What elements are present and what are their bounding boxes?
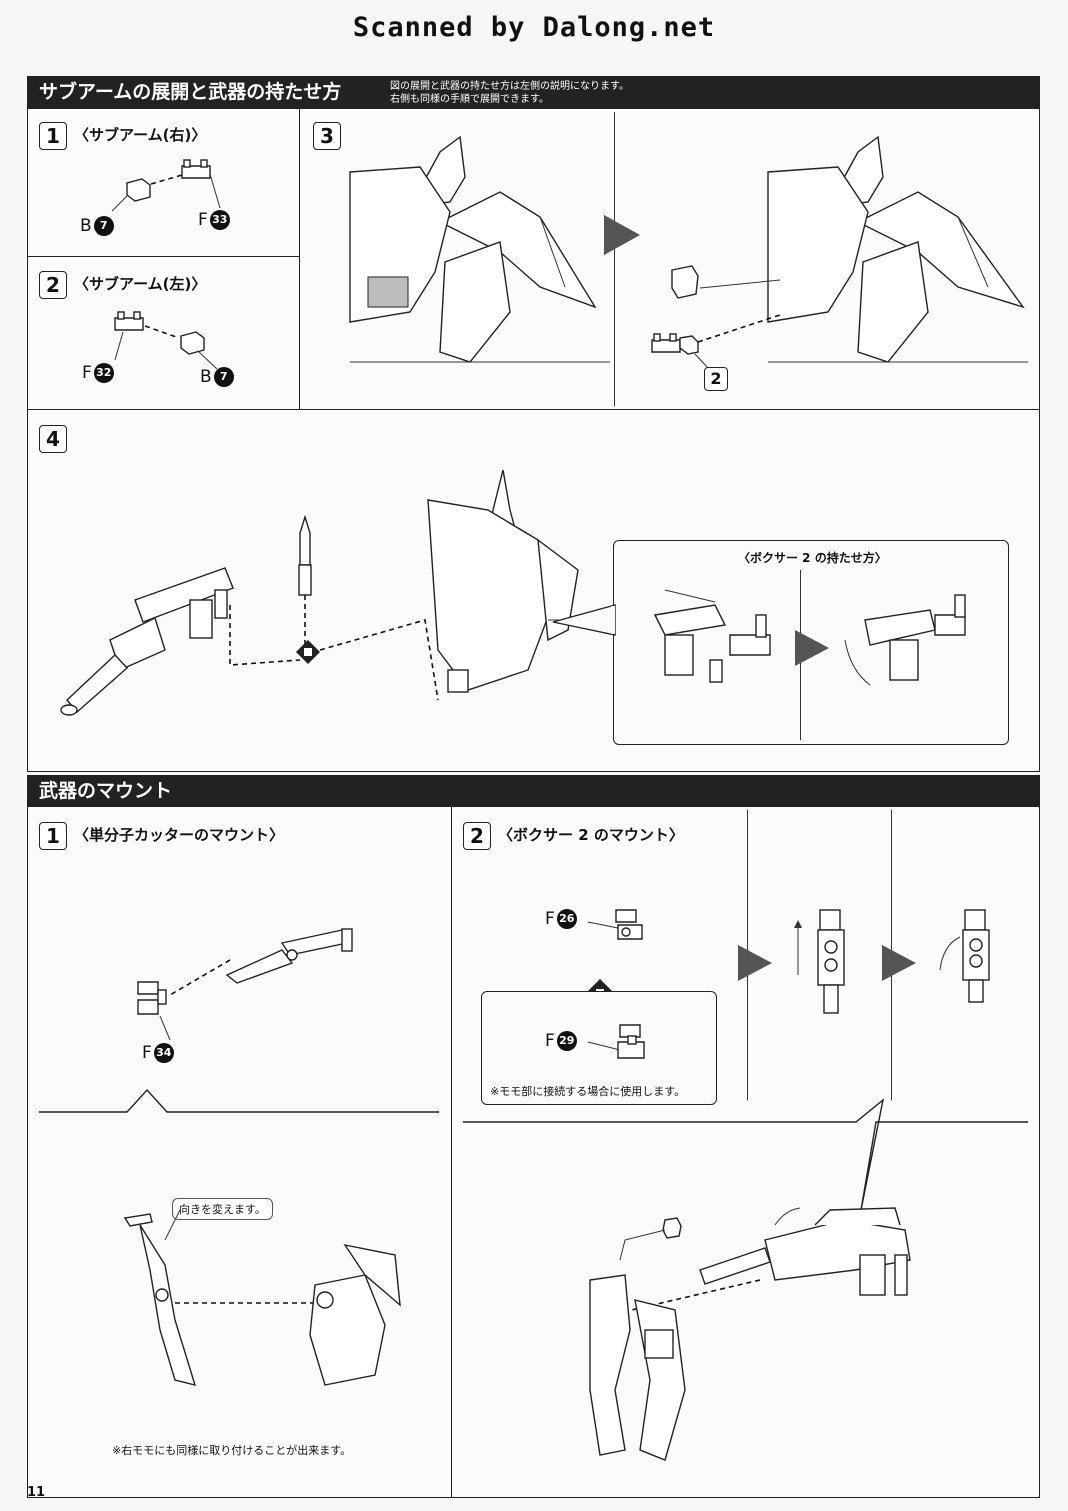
boxer-after-drawing: [844, 594, 966, 686]
scan-credit: Scanned by Dalong.net: [352, 12, 716, 43]
boxer-side-drawing-2: [939, 909, 990, 1003]
boxer-gun-drawing: [699, 1207, 911, 1296]
callout-change-direction: 向きを変えます。: [172, 1198, 273, 1220]
subarm-right-parts-drawing: [111, 159, 221, 212]
part-letter: F: [198, 210, 208, 230]
boxer-adapter-drawing: [619, 1217, 682, 1261]
note-line-1: 図の展開と武器の持たせ方は左側の説明になります。: [390, 81, 629, 92]
progress-arrow-mount-2: [882, 945, 916, 981]
step-number-2: 2: [39, 271, 67, 299]
mech-shoulder-before-drawing: [349, 135, 610, 363]
part-number-badge: 7: [93, 216, 114, 236]
part-number-badge: 7: [213, 367, 234, 387]
inset-title: 〈ボクサー 2 の持たせ方〉: [738, 551, 887, 565]
progress-arrow-inset: [795, 630, 829, 666]
step1-box: [27, 108, 300, 257]
part-number-badge: 29: [556, 1031, 577, 1051]
ref-step-2-badge: 2: [704, 367, 728, 391]
section-title: 武器のマウント: [39, 780, 173, 802]
rifle-connect-lines: [229, 595, 439, 701]
alt-part-panel: [481, 991, 717, 1105]
mount-part-f29-drawing: [587, 1024, 645, 1059]
cutter-note: ※右モモにも同様に取り付けることが出来ます。: [112, 1444, 352, 1457]
part-letter: F: [142, 1043, 152, 1063]
cutter-rotate-drawing: [123, 1209, 197, 1386]
subarm-left-parts-drawing: [114, 311, 218, 370]
step3-divider: [614, 112, 615, 406]
cutter-mount-part-drawing: [137, 959, 231, 1041]
part-letter: B: [80, 216, 92, 236]
part-number-badge: 26: [556, 909, 577, 929]
part-number-badge: 33: [209, 210, 230, 230]
page-number: 11: [27, 1485, 46, 1500]
step-label-subarm-right: 〈サブアーム(右)〉: [74, 126, 207, 144]
section-header-subarm: サブアームの展開と武器の持たせ方: [27, 76, 1040, 108]
part-number-badge: 32: [93, 363, 114, 383]
mech-shoulder-after-drawing: [767, 135, 1028, 363]
mech-upper-body-drawing: [427, 469, 608, 693]
part-letter: B: [200, 367, 212, 387]
inset-callout-pointer: [552, 604, 616, 636]
mount-step-label-boxer: 〈ボクサー 2 のマウント〉: [498, 826, 684, 844]
mount-part-f26-drawing: [587, 909, 643, 940]
step-number-4: 4: [39, 425, 67, 453]
cutter-mount-dash: [175, 1302, 325, 1304]
boxer-detail-frame: [463, 1098, 1028, 1211]
step-label-subarm-left: 〈サブアーム(左)〉: [74, 275, 207, 293]
section-header-weapon-mount: 武器のマウント: [27, 775, 1040, 807]
note-line-2: 右側も同様の手順で展開できます。: [390, 94, 549, 105]
progress-arrow-step3: [604, 215, 640, 255]
boxer-side-drawing-1: [794, 909, 845, 1014]
step-number-1: 1: [39, 122, 67, 150]
boxer-before-drawing: [653, 589, 771, 683]
thigh-connect-note: ※モモ部に接続する場合に使用します。: [490, 1085, 686, 1098]
part-number-badge: 34: [153, 1043, 174, 1063]
progress-arrow-mount-1: [738, 945, 772, 981]
knife-drawing: [298, 514, 312, 596]
mount-step1-box: [27, 806, 452, 1498]
part-letter: F: [82, 363, 92, 383]
cutter-detail-frame: [39, 1088, 439, 1113]
section-note: 図の展開と武器の持たせ方は左側の説明になります。 右側も同様の手順で展開できます…: [390, 80, 629, 106]
part-letter: F: [545, 909, 555, 929]
mount-step-number-1: 1: [39, 822, 67, 850]
subarm-insert-drawing: [651, 265, 781, 369]
mount-step2-box: [451, 806, 1040, 1498]
boxer-mount-dash: [609, 1279, 761, 1316]
rifle-drawing: [60, 567, 234, 716]
part-letter: F: [545, 1031, 555, 1051]
section-title: サブアームの展開と武器の持たせ方: [39, 81, 342, 103]
mech-thigh-drawing: [309, 1243, 401, 1386]
cutter-blade-drawing: [225, 928, 353, 984]
mech-leg-drawing: [589, 1274, 686, 1461]
mount-step-label-cutter: 〈単分子カッターのマウント〉: [74, 826, 285, 844]
mount-step-number-2: 2: [463, 822, 491, 850]
step-number-3: 3: [313, 122, 341, 150]
